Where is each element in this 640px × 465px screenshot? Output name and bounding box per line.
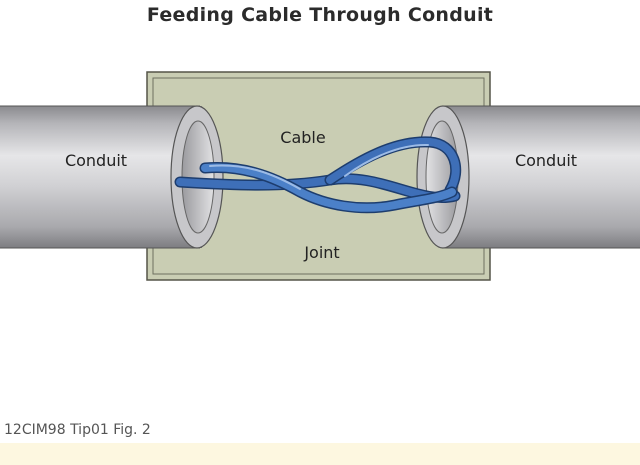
- right-conduit: [416, 105, 640, 249]
- cable: [174, 136, 462, 214]
- diagram-title: Feeding Cable Through Conduit: [146, 4, 494, 26]
- bottom-band: [0, 443, 640, 465]
- figure-caption: 12CIM98 Tip01 Fig. 2: [4, 422, 151, 438]
- left-conduit: [0, 105, 224, 249]
- label-joint: Joint: [303, 243, 339, 262]
- label-conduit-right: Conduit: [515, 151, 577, 170]
- label-cable: Cable: [280, 128, 325, 147]
- label-conduit-left: Conduit: [65, 151, 127, 170]
